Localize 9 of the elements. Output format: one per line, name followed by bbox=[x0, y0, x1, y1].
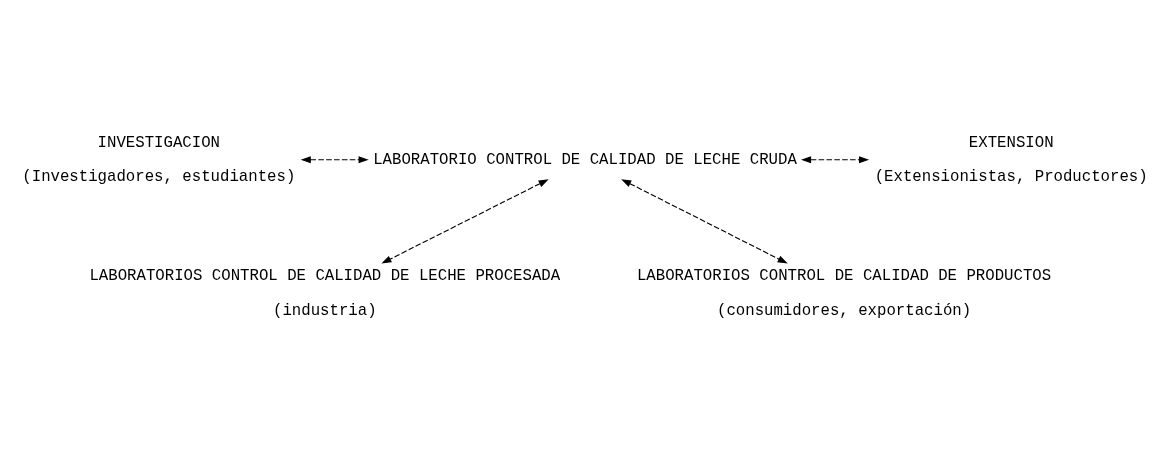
arrow bbox=[800, 156, 870, 164]
node-text: LABORATORIO CONTROL DE CALIDAD DE LECHE CRUDA bbox=[373, 150, 797, 169]
arrow bbox=[381, 179, 549, 264]
node-text: LABORATORIOS CONTROL DE CALIDAD DE PRODUCTOS (consumidores, exportación) bbox=[636, 267, 1052, 320]
arrow bbox=[621, 179, 788, 264]
node-text: INVESTIGACION (Investigadores, estudiantes) bbox=[22, 133, 296, 187]
node-text: EXTENSION (Extensionistas, Productores) bbox=[874, 133, 1148, 187]
arrow bbox=[300, 156, 369, 164]
node-text: LABORATORIOS CONTROL DE CALIDAD DE LECHE PROCESADA (industria) bbox=[89, 267, 561, 320]
